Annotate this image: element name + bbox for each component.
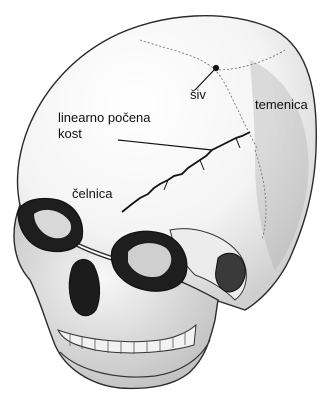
frontal-bone-label: čelnica (72, 186, 112, 201)
nasal-cavity (69, 259, 99, 315)
suture-label: šiv (190, 87, 206, 102)
fracture-label-line2: kost (58, 126, 82, 141)
temporal-fossa (216, 253, 246, 292)
parietal-bone-label: temenica (255, 97, 308, 112)
suture-leader-dot (214, 66, 219, 71)
fracture-label-line1: linearno počena (58, 110, 151, 125)
